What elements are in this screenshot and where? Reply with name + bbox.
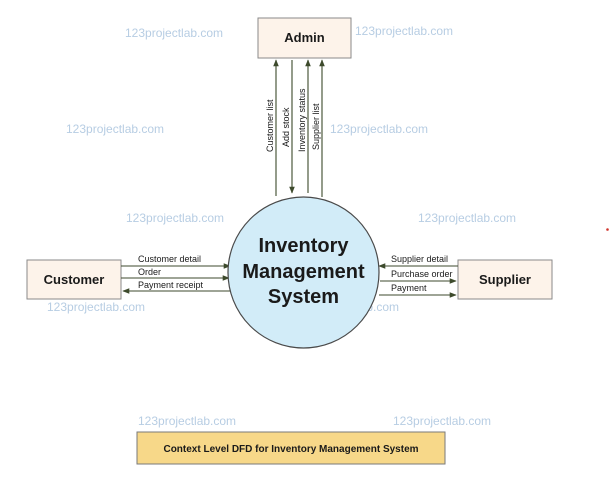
flow-label-customer-detail: Customer detail bbox=[138, 254, 201, 264]
customer-flows: Customer detail Order Payment receipt bbox=[121, 254, 231, 294]
process-label-line-2: Management bbox=[242, 261, 365, 283]
flow-label-purchase-order: Purchase order bbox=[391, 269, 453, 279]
watermark: 123projectlab.com bbox=[47, 300, 145, 314]
watermark: 123projectlab.com bbox=[125, 26, 223, 40]
admin-label: Admin bbox=[284, 30, 325, 45]
flow-label-add-stock: Add stock bbox=[281, 107, 291, 147]
caption-text: Context Level DFD for Inventory Manageme… bbox=[163, 444, 418, 455]
watermark: 123projectlab.com bbox=[330, 122, 428, 136]
admin-box bbox=[257, 17, 352, 59]
watermark: 123projectlab.com bbox=[66, 122, 164, 136]
process-circle bbox=[227, 196, 380, 349]
customer-entity: Customer bbox=[26, 259, 122, 300]
flow-label-order: Order bbox=[138, 267, 161, 277]
admin-entity: Admin bbox=[257, 17, 352, 59]
watermark: 123projectlab.com bbox=[138, 414, 236, 428]
supplier-entity: Supplier bbox=[457, 259, 553, 300]
watermark: 123projectlab.com bbox=[393, 414, 491, 428]
diagram-caption: Context Level DFD for Inventory Manageme… bbox=[136, 431, 446, 465]
flow-label-customer-list: Customer list bbox=[265, 99, 275, 152]
watermark: 123projectlab.com bbox=[355, 24, 453, 38]
supplier-box bbox=[457, 259, 553, 300]
watermark: 123projectlab.com bbox=[126, 211, 224, 225]
customer-label: Customer bbox=[44, 272, 105, 287]
process-node: Inventory Management System bbox=[227, 196, 380, 349]
flow-label-payment-receipt: Payment receipt bbox=[138, 280, 204, 290]
flow-label-supplier-detail: Supplier detail bbox=[391, 254, 448, 264]
caption-box bbox=[136, 431, 446, 465]
flow-label-inventory-status: Inventory status bbox=[297, 88, 307, 152]
process-label-line-1: Inventory bbox=[258, 235, 349, 257]
flow-label-payment: Payment bbox=[391, 283, 427, 293]
customer-box bbox=[26, 259, 122, 300]
supplier-flows: Supplier detail Purchase order Payment bbox=[378, 254, 458, 298]
supplier-label: Supplier bbox=[479, 272, 531, 287]
stray-dot bbox=[606, 228, 609, 231]
admin-flows: Customer list Add stock Inventory status… bbox=[265, 59, 325, 197]
watermark: 123projectlab.com bbox=[418, 211, 516, 225]
flow-label-supplier-list: Supplier list bbox=[311, 103, 321, 150]
process-label-line-3: System bbox=[268, 286, 339, 308]
